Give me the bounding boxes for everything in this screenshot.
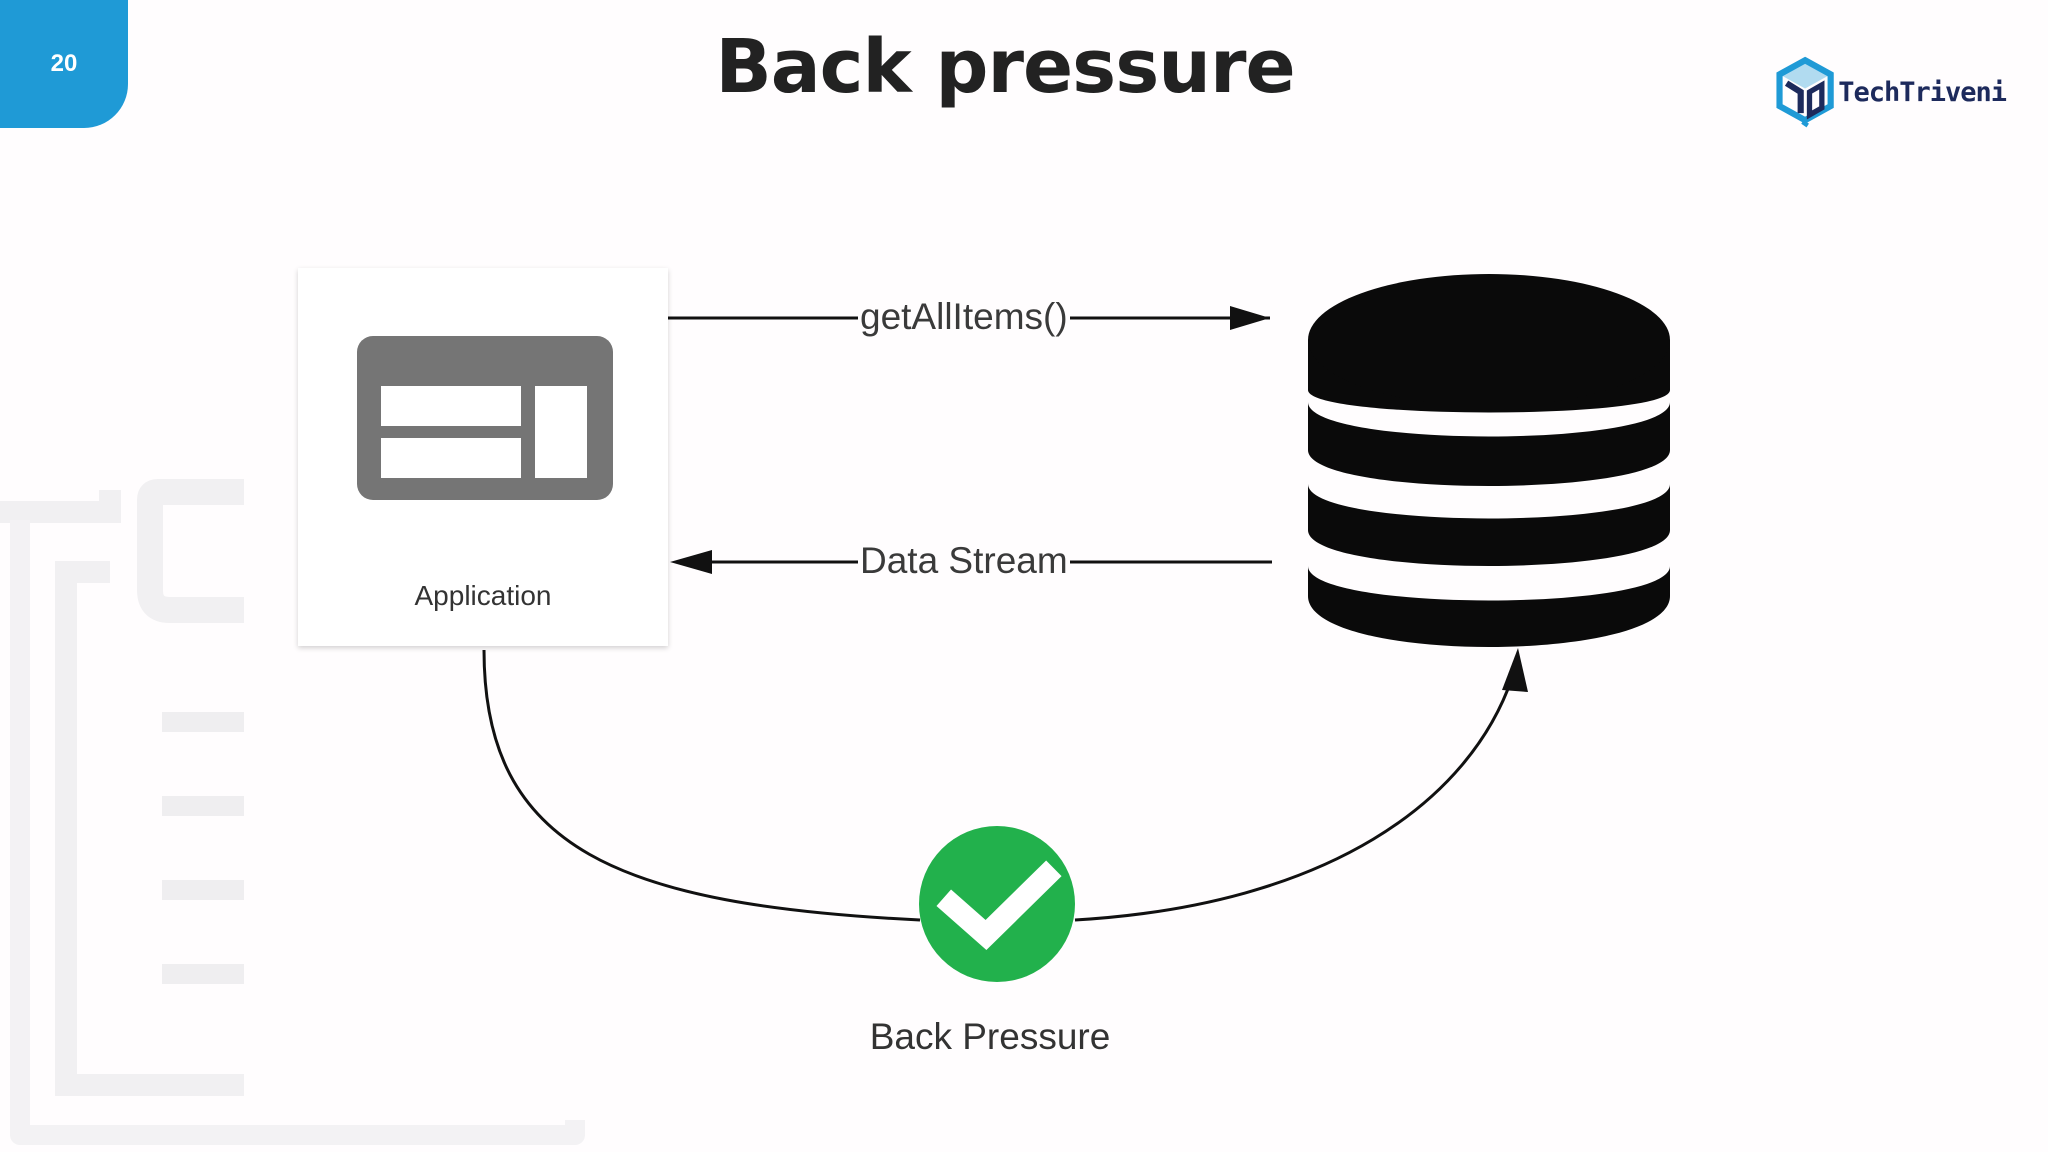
back-pressure-arrowhead [1502,648,1528,692]
back-pressure-curve-right [1074,677,1514,922]
page-number: 20 [50,50,78,77]
application-label: Application [414,580,552,611]
browser-window-icon [357,336,613,500]
response-label: Data Stream [858,540,1070,582]
response-arrowhead [670,550,712,574]
slide-title: Back pressure [715,24,1295,110]
request-arrowhead [1230,306,1270,330]
background-decoration [0,479,585,1145]
back-pressure-label: Back Pressure [869,1016,1111,1057]
cube-logo-icon [1776,56,1834,128]
back-pressure-curve-left [482,649,921,922]
green-checkmark-icon [919,826,1075,982]
brand-logo: TechTriveni [1776,52,2007,132]
request-label: getAllItems() [858,296,1070,338]
page-number-badge: 20 [0,0,128,128]
brand-name: TechTriveni [1838,76,2007,108]
database-icon [1308,274,1670,647]
application-card: Application [298,268,668,646]
